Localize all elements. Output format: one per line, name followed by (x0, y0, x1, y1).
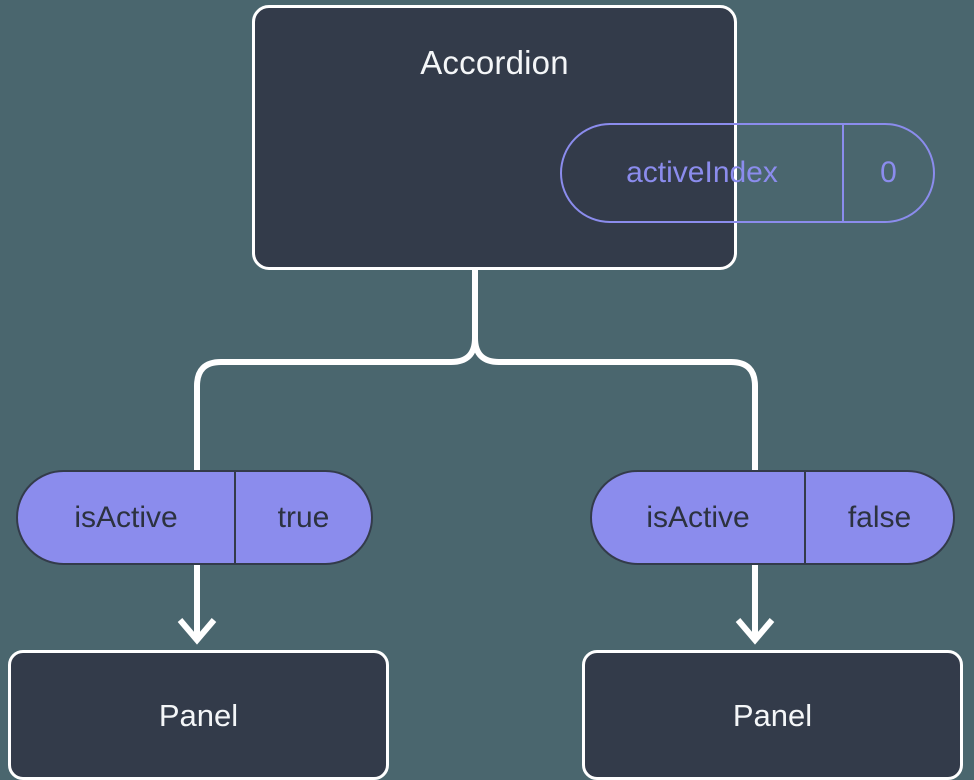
component-title: Panel (732, 697, 813, 733)
prop-badge-isactive-true[interactable]: isActive true (16, 470, 373, 565)
component-card-panel-right[interactable]: Panel (582, 650, 963, 780)
component-card-panel-left[interactable]: Panel (8, 650, 389, 780)
prop-badge-isactive-false[interactable]: isActive false (590, 470, 955, 565)
component-title: Accordion (420, 44, 569, 81)
prop-badge-key: isActive (18, 472, 236, 563)
prop-badge-key: isActive (592, 472, 806, 563)
connector-left-branch (194, 335, 478, 473)
state-badge-value: 0 (880, 156, 897, 189)
arrow-right (735, 565, 775, 645)
component-title: Panel (158, 697, 239, 733)
component-card-accordion[interactable]: Accordion activeIndex 0 (252, 5, 935, 270)
connector-right-branch (472, 267, 758, 473)
state-badge-activeindex[interactable]: activeIndex 0 (560, 123, 935, 223)
prop-badge-value: false (847, 500, 912, 534)
arrow-left (177, 565, 217, 645)
prop-badge-value: true (277, 500, 330, 534)
state-badge-key: activeIndex (562, 125, 844, 221)
